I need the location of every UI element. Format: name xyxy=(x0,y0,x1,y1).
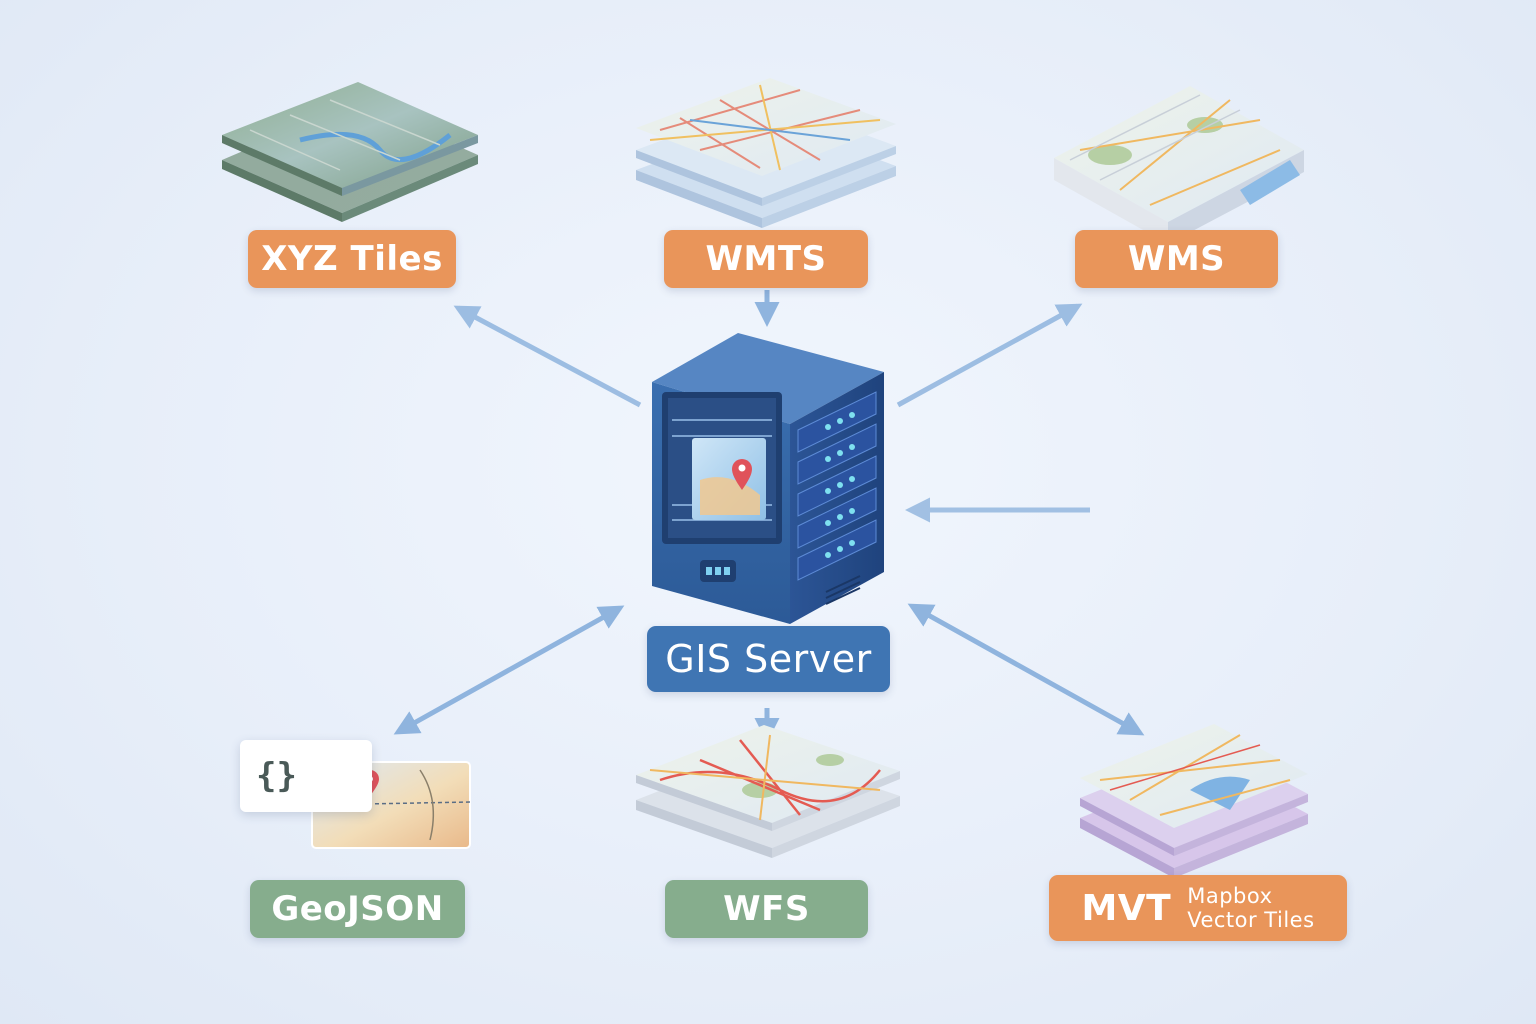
wmts-label-text: WMTS xyxy=(705,239,827,279)
wmts-tiles-icon xyxy=(636,78,896,228)
json-braces-text: {} xyxy=(256,756,297,796)
mvt-sublabel-line1: Mapbox xyxy=(1187,884,1273,908)
arrow-geojson xyxy=(393,605,625,735)
wfs-tiles-icon xyxy=(636,725,900,858)
xyz-tiles-icon xyxy=(222,82,478,222)
xyz-tiles-label-text: XYZ Tiles xyxy=(261,239,443,279)
json-document-icon: {} xyxy=(240,740,372,812)
arrow-to-xyz xyxy=(453,305,642,408)
gis-server-label-text: GIS Server xyxy=(665,637,872,681)
mvt-sublabel: Mapbox Vector Tiles xyxy=(1187,884,1314,932)
mvt-sublabel-line2: Vector Tiles xyxy=(1187,908,1315,932)
location-pin-icon xyxy=(732,459,752,490)
mvt-label-text: MVT xyxy=(1081,887,1172,929)
wfs-label-text: WFS xyxy=(723,889,810,929)
wms-tile-icon xyxy=(1054,86,1304,244)
wms-label-text: WMS xyxy=(1127,239,1226,279)
arrow-to-wms xyxy=(896,303,1083,408)
arrow-mvt xyxy=(907,603,1145,736)
wms-label: WMS xyxy=(1075,230,1278,288)
server-drive-bays xyxy=(797,391,877,581)
mvt-label: MVT Mapbox Vector Tiles xyxy=(1049,875,1347,941)
xyz-tiles-label: XYZ Tiles xyxy=(248,230,456,288)
gis-server-label: GIS Server xyxy=(647,626,890,692)
wfs-label: WFS xyxy=(665,880,868,938)
wmts-label: WMTS xyxy=(664,230,868,288)
geojson-label-text: GeoJSON xyxy=(271,889,444,929)
mvt-tiles-icon xyxy=(1080,724,1308,878)
connector-arrows xyxy=(393,290,1145,743)
server-icon xyxy=(652,333,884,624)
geojson-label: GeoJSON xyxy=(250,880,465,938)
